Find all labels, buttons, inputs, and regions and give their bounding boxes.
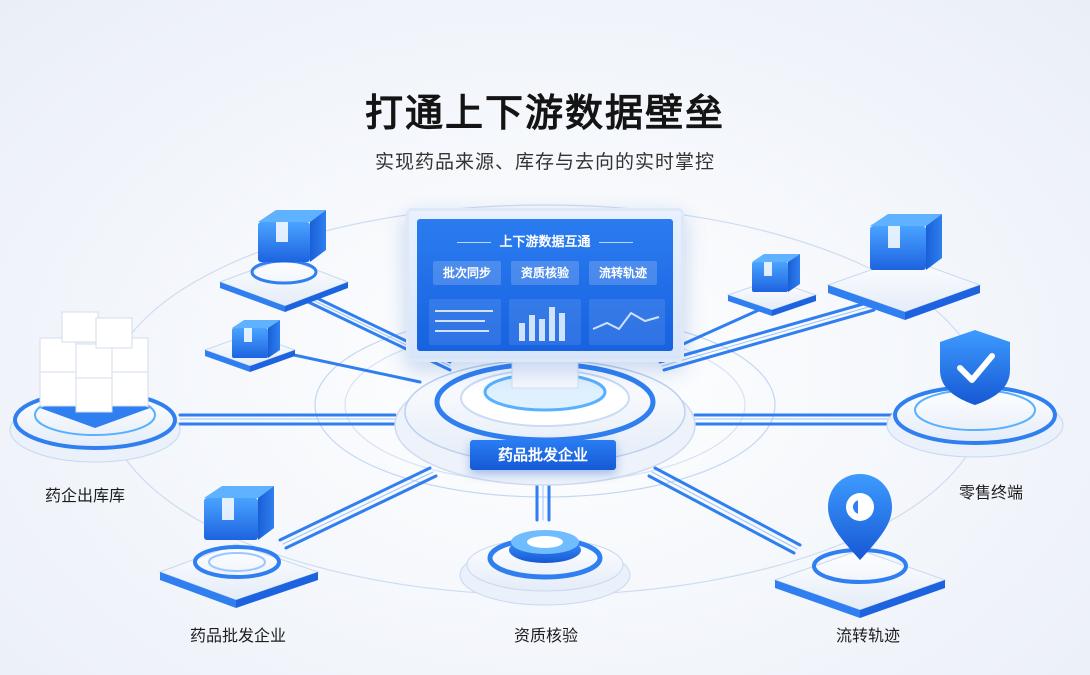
label-wholesaler: 药品批发企业 bbox=[189, 626, 287, 645]
tab-batch-sync: 批次同步 bbox=[433, 261, 501, 285]
box-node-top-right bbox=[826, 214, 982, 320]
label-trace: 流转轨迹 bbox=[835, 626, 901, 645]
dashboard-monitor: 上下游数据互通 批次同步 资质核验 流转轨迹 bbox=[406, 208, 684, 362]
list-panel bbox=[429, 299, 501, 345]
label-retail: 零售终端 bbox=[958, 483, 1024, 502]
verification-node bbox=[459, 530, 631, 606]
box-node-top-left bbox=[218, 210, 350, 312]
page-subtitle: 实现药品来源、库存与去向的实时掌控 bbox=[374, 151, 715, 173]
line-panel bbox=[589, 299, 665, 345]
monitor-screen: 上下游数据互通 批次同步 资质核验 流转轨迹 bbox=[417, 219, 673, 351]
box-node-left-small bbox=[203, 320, 297, 372]
label-warehouse: 药企出库库 bbox=[44, 486, 126, 505]
shield-check-icon bbox=[940, 330, 1010, 405]
connector-lines bbox=[178, 288, 897, 555]
retail-node bbox=[886, 330, 1064, 458]
center-label-badge: 药品批发企业 bbox=[470, 440, 616, 470]
monitor-title: 上下游数据互通 bbox=[417, 231, 673, 250]
list-lines-icon bbox=[435, 310, 493, 332]
bar-chart-icon bbox=[519, 307, 565, 341]
trace-node bbox=[773, 474, 947, 618]
page-title: 打通上下游数据壁垒 bbox=[364, 91, 725, 135]
bar-panel bbox=[509, 299, 581, 345]
line-chart-icon bbox=[592, 311, 660, 331]
warehouse-node bbox=[9, 311, 181, 463]
label-verification: 资质核验 bbox=[513, 626, 579, 645]
box-node-right-small bbox=[726, 254, 818, 316]
tab-trace: 流转轨迹 bbox=[589, 261, 657, 285]
tab-qualification: 资质核验 bbox=[511, 261, 579, 285]
box-node-bottom-left bbox=[158, 486, 320, 608]
